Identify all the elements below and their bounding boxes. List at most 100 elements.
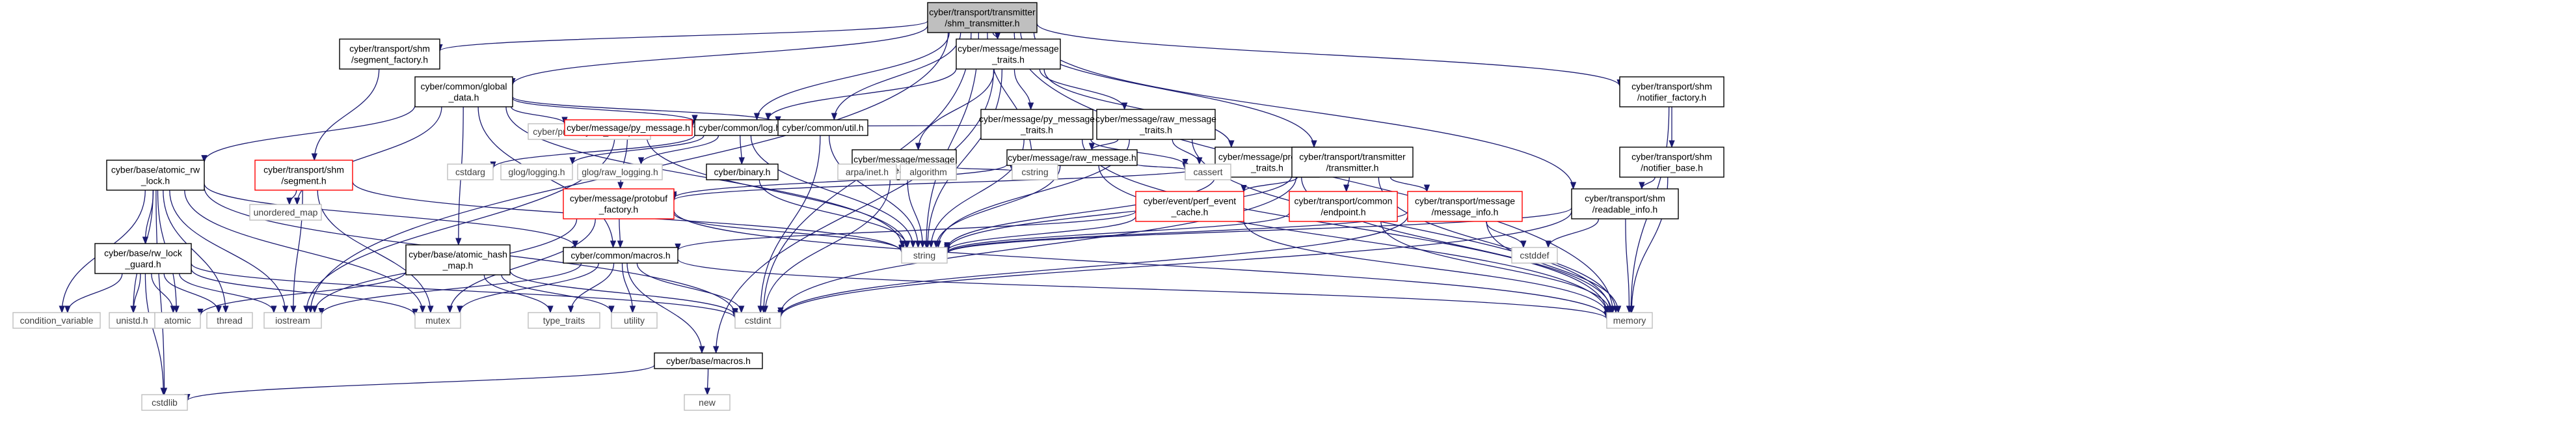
node-label: /endpoint.h [1321, 207, 1365, 218]
node-cstdlib: cstdlib [141, 394, 188, 411]
edge-shm_transmitter-to-readable_info [1033, 32, 1577, 190]
node-common_endpoint[interactable]: cyber/transport/common/endpoint.h [1289, 191, 1398, 222]
node-cstddef: cstddef [1511, 247, 1558, 264]
edge-message_traits-to-protobuf_traits [1043, 68, 1235, 148]
node-shm_transmitter[interactable]: cyber/transport/transmitter/shm_transmit… [927, 2, 1038, 33]
node-box [154, 312, 201, 329]
node-segment_factory[interactable]: cyber/transport/shm/segment_factory.h [339, 38, 440, 70]
node-notifier_factory[interactable]: cyber/transport/shm/notifier_factory.h [1619, 76, 1724, 107]
node-protobuf_factory[interactable]: cyber/message/protobuf_factory.h [563, 188, 675, 219]
edge-message_traits-to-string [924, 68, 1003, 249]
edge-py_message-to-protobuf_factory [617, 135, 628, 190]
node-cstdint: cstdint [734, 312, 781, 329]
node-label: type_traits [543, 315, 585, 326]
edge-shm_transmitter-to-string [923, 32, 980, 249]
node-box [12, 312, 101, 329]
node-label: cyber/message/message [958, 44, 1059, 54]
edge-atomic_hash_map-to-atomic [197, 271, 407, 316]
node-segment[interactable]: cyber/transport/shm/segment.h [254, 160, 353, 191]
edge-base_macros-to-new [704, 368, 711, 396]
edge-atomic_hash_map-to-utility [501, 274, 615, 314]
node-label: cstdarg [455, 167, 485, 177]
node-label: iostream [275, 315, 310, 326]
node-label: unordered_map [254, 207, 318, 218]
edge-rw_lock_guard-to-unistd [130, 273, 141, 314]
edge-common_macros-to-cstdint [636, 262, 745, 314]
edge-atomic_hash_map-to-cstdint [509, 270, 738, 317]
node-algorithm: algorithm [900, 163, 957, 180]
node-py_message_traits[interactable]: cyber/message/py_message_traits.h [979, 109, 1095, 140]
node-label: /readable_info.h [1592, 204, 1657, 215]
node-message_traits[interactable]: cyber/message/message_traits.h [956, 38, 1061, 70]
node-type_traits: type_traits [528, 312, 600, 329]
node-log[interactable]: cyber/common/log.h [694, 119, 785, 136]
node-unistd: unistd.h [109, 312, 155, 329]
node-label: _data.h [448, 92, 479, 103]
node-label: mutex [425, 315, 450, 326]
node-label: _cache.h [1171, 207, 1209, 218]
node-label: /message_info.h [1432, 207, 1499, 218]
node-box [1185, 163, 1231, 180]
node-readable_info[interactable]: cyber/transport/shm/readable_info.h [1571, 188, 1679, 219]
node-string: string [901, 247, 948, 264]
node-box [1606, 312, 1653, 329]
node-box [1006, 149, 1138, 166]
node-atomic_hash_map[interactable]: cyber/base/atomic_hash_map.h [405, 244, 511, 275]
node-box [734, 312, 781, 329]
node-mutex: mutex [414, 312, 461, 329]
node-label: utility [624, 315, 645, 326]
node-box [1289, 191, 1398, 222]
node-label: cyber/message/py_message [979, 114, 1095, 124]
node-label: _traits.h [1250, 163, 1283, 173]
edge-readable_info-to-cstdint [777, 210, 1572, 318]
node-util[interactable]: cyber/common/util.h [777, 119, 868, 136]
node-box [206, 312, 253, 329]
edge-message_traits-to-log [765, 68, 957, 121]
node-py_message[interactable]: cyber/message/py_message.h [564, 119, 693, 136]
edge-protobuf_factory-to-memory [673, 210, 1610, 319]
node-label: cstddef [1520, 250, 1549, 260]
node-label: cyber/message/raw_message [1095, 114, 1216, 124]
node-label: cstdlib [152, 397, 178, 408]
node-common_macros[interactable]: cyber/common/macros.h [563, 247, 678, 264]
node-condition_variable: condition_variable [12, 312, 101, 329]
node-atomic: atomic [154, 312, 201, 329]
node-label: cassert [1193, 167, 1222, 177]
node-label: _traits.h [991, 55, 1025, 65]
edge-segment-to-unordered_map [286, 190, 297, 206]
node-raw_message[interactable]: cyber/message/raw_message.h [1006, 149, 1138, 166]
node-iostream: iostream [263, 312, 322, 329]
node-label: cyber/message/py_message.h [567, 122, 690, 133]
node-box [109, 312, 155, 329]
node-atomic_rw_lock[interactable]: cyber/base/atomic_rw_lock.h [106, 160, 205, 191]
node-raw_message_traits[interactable]: cyber/message/raw_message_traits.h [1095, 109, 1216, 140]
edge-atomic_rw_lock-to-cstdlib [155, 190, 168, 396]
node-message_info[interactable]: cyber/transport/message/message_info.h [1407, 191, 1523, 222]
node-base_macros[interactable]: cyber/base/macros.h [654, 352, 763, 369]
node-box [577, 163, 663, 180]
edge-raw_message-to-cassert [1136, 162, 1188, 171]
node-perf_event_cache[interactable]: cyber/event/perf_event_cache.h [1135, 191, 1244, 222]
node-label: cyber/transport/transmitter [1299, 152, 1406, 162]
node-label: cstdint [745, 315, 771, 326]
node-box [414, 76, 513, 107]
node-box [414, 312, 461, 329]
node-box [1012, 163, 1058, 180]
edge-common_macros-to-mutex [457, 262, 599, 314]
edge-shm_transmitter-to-message_traits [992, 32, 1001, 40]
edge-rw_lock_guard-to-atomic [151, 273, 176, 314]
node-rw_lock_guard[interactable]: cyber/base/rw_lock_guard.h [94, 243, 192, 274]
node-notifier_base[interactable]: cyber/transport/shm/notifier_base.h [1619, 147, 1724, 178]
node-binary[interactable]: cyber/binary.h [706, 163, 779, 180]
node-box [94, 243, 192, 274]
edge-notifier_base-to-readable_info [1639, 176, 1656, 190]
node-global_data[interactable]: cyber/common/global_data.h [414, 76, 513, 107]
node-label: cyber/transport/shm [1585, 193, 1665, 204]
node-label: cyber/base/macros.h [666, 356, 751, 366]
node-transmitter[interactable]: cyber/transport/transmitter/transmitter.… [1291, 147, 1414, 178]
edge-util-to-cstdint [757, 135, 821, 314]
node-box [254, 160, 353, 191]
node-box [564, 119, 693, 136]
edge-perf_event_cache-to-common_macros [675, 210, 1136, 251]
edge-log-to-glog_logging [569, 135, 704, 165]
